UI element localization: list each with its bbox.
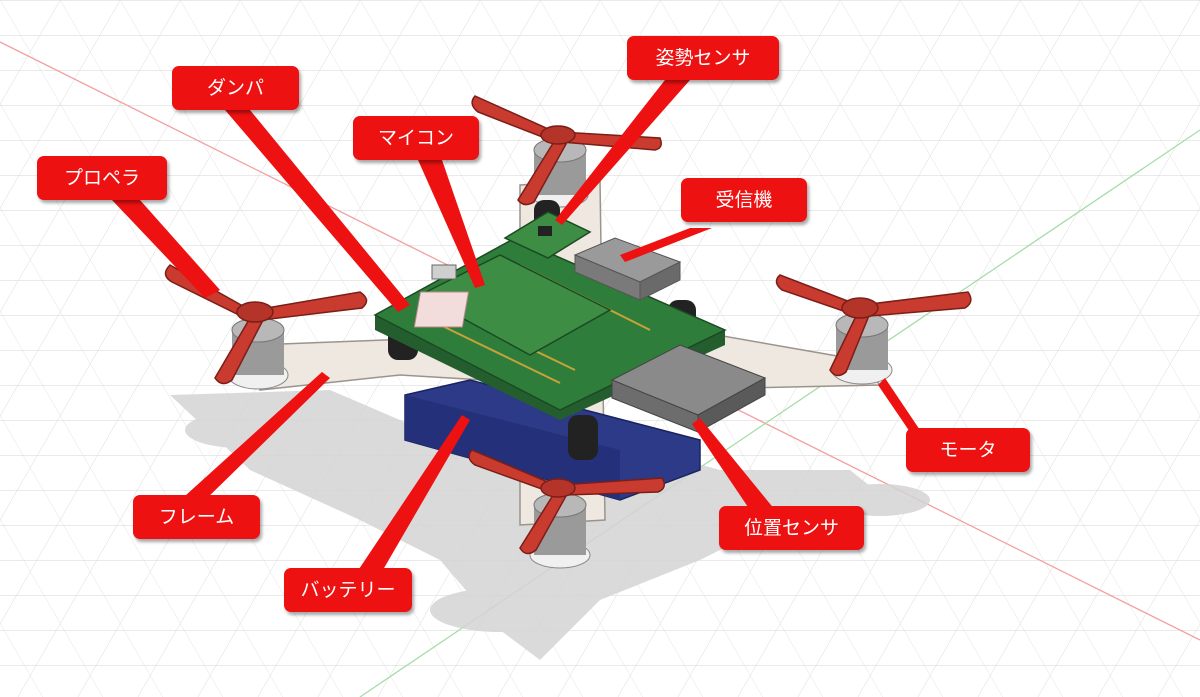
propeller-right (775, 274, 972, 377)
label-motor: モータ (906, 428, 1030, 472)
attitude-sensor (503, 211, 592, 259)
propeller-front (468, 449, 665, 555)
motor-left (227, 317, 289, 390)
label-position-sensor: 位置センサ (719, 506, 864, 550)
label-receiver: 受信機 (681, 178, 807, 222)
motors (227, 137, 893, 569)
label-propeller: プロペラ (37, 156, 167, 200)
label-damper: ダンパ (172, 66, 299, 110)
label-attitude-sensor: 姿勢センサ (627, 36, 779, 80)
label-microcontroller: マイコン (353, 116, 479, 160)
callout-pointers (112, 80, 930, 575)
propeller-back (471, 95, 662, 206)
label-battery: バッテリー (284, 568, 412, 612)
label-frame: フレーム (133, 495, 260, 539)
